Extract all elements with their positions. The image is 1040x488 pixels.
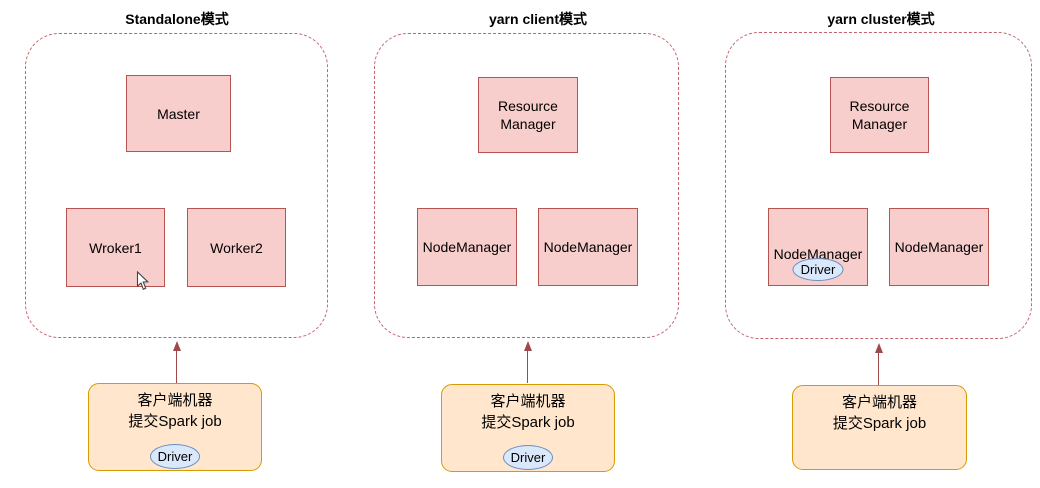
node-nodemanager2-cluster: NodeManager [889, 208, 989, 286]
client-line1: 客户端机器 [490, 393, 566, 410]
cluster-boundary-yarn-cluster [725, 32, 1032, 339]
arrow-line [175, 351, 178, 383]
client-machine-standalone: 客户端机器 提交Spark job Driver [88, 383, 262, 471]
driver-ellipse-nodemanager: Driver [792, 258, 844, 281]
arrow-up-yarn-cluster [874, 343, 883, 385]
node-worker2: Worker2 [187, 208, 286, 287]
node-nodemanager1-cluster: NodeManager Driver [768, 208, 868, 286]
node-nodemanager1-client: NodeManager [417, 208, 517, 286]
arrow-line [526, 351, 529, 383]
panel-title-yarn-cluster: yarn cluster模式 [827, 11, 935, 27]
client-line1: 客户端机器 [137, 392, 213, 409]
arrow-up-yarn-client [523, 341, 532, 383]
arrow-head-icon [523, 341, 532, 351]
panel-title-standalone: Standalone模式 [125, 11, 229, 27]
client-line2: 提交Spark job [832, 415, 927, 432]
node-resource-manager-client: Resource Manager [478, 77, 578, 153]
arrow-head-icon [172, 341, 181, 351]
node-master: Master [126, 75, 231, 152]
panel-title-yarn-client: yarn client模式 [488, 11, 588, 27]
driver-ellipse-yarn-client: Driver [503, 445, 553, 470]
cluster-boundary-yarn-client [374, 33, 679, 338]
client-machine-yarn-client: 客户端机器 提交Spark job Driver [441, 384, 615, 472]
arrow-up-standalone [172, 341, 181, 383]
node-label: NodeManager [773, 246, 863, 262]
cluster-boundary-standalone [25, 33, 328, 338]
client-machine-yarn-cluster: 客户端机器 提交Spark job [792, 385, 967, 470]
driver-ellipse-standalone: Driver [150, 444, 200, 469]
node-resource-manager-cluster: Resource Manager [830, 77, 929, 153]
client-line2: 提交Spark job [481, 414, 575, 431]
node-nodemanager2-client: NodeManager [538, 208, 638, 286]
node-worker1: Wroker1 [66, 208, 165, 287]
client-line2: 提交Spark job [128, 413, 222, 430]
client-line1: 客户端机器 [841, 394, 917, 411]
arrow-line [877, 353, 880, 385]
arrow-head-icon [874, 343, 883, 353]
mouse-cursor-icon [136, 271, 150, 291]
